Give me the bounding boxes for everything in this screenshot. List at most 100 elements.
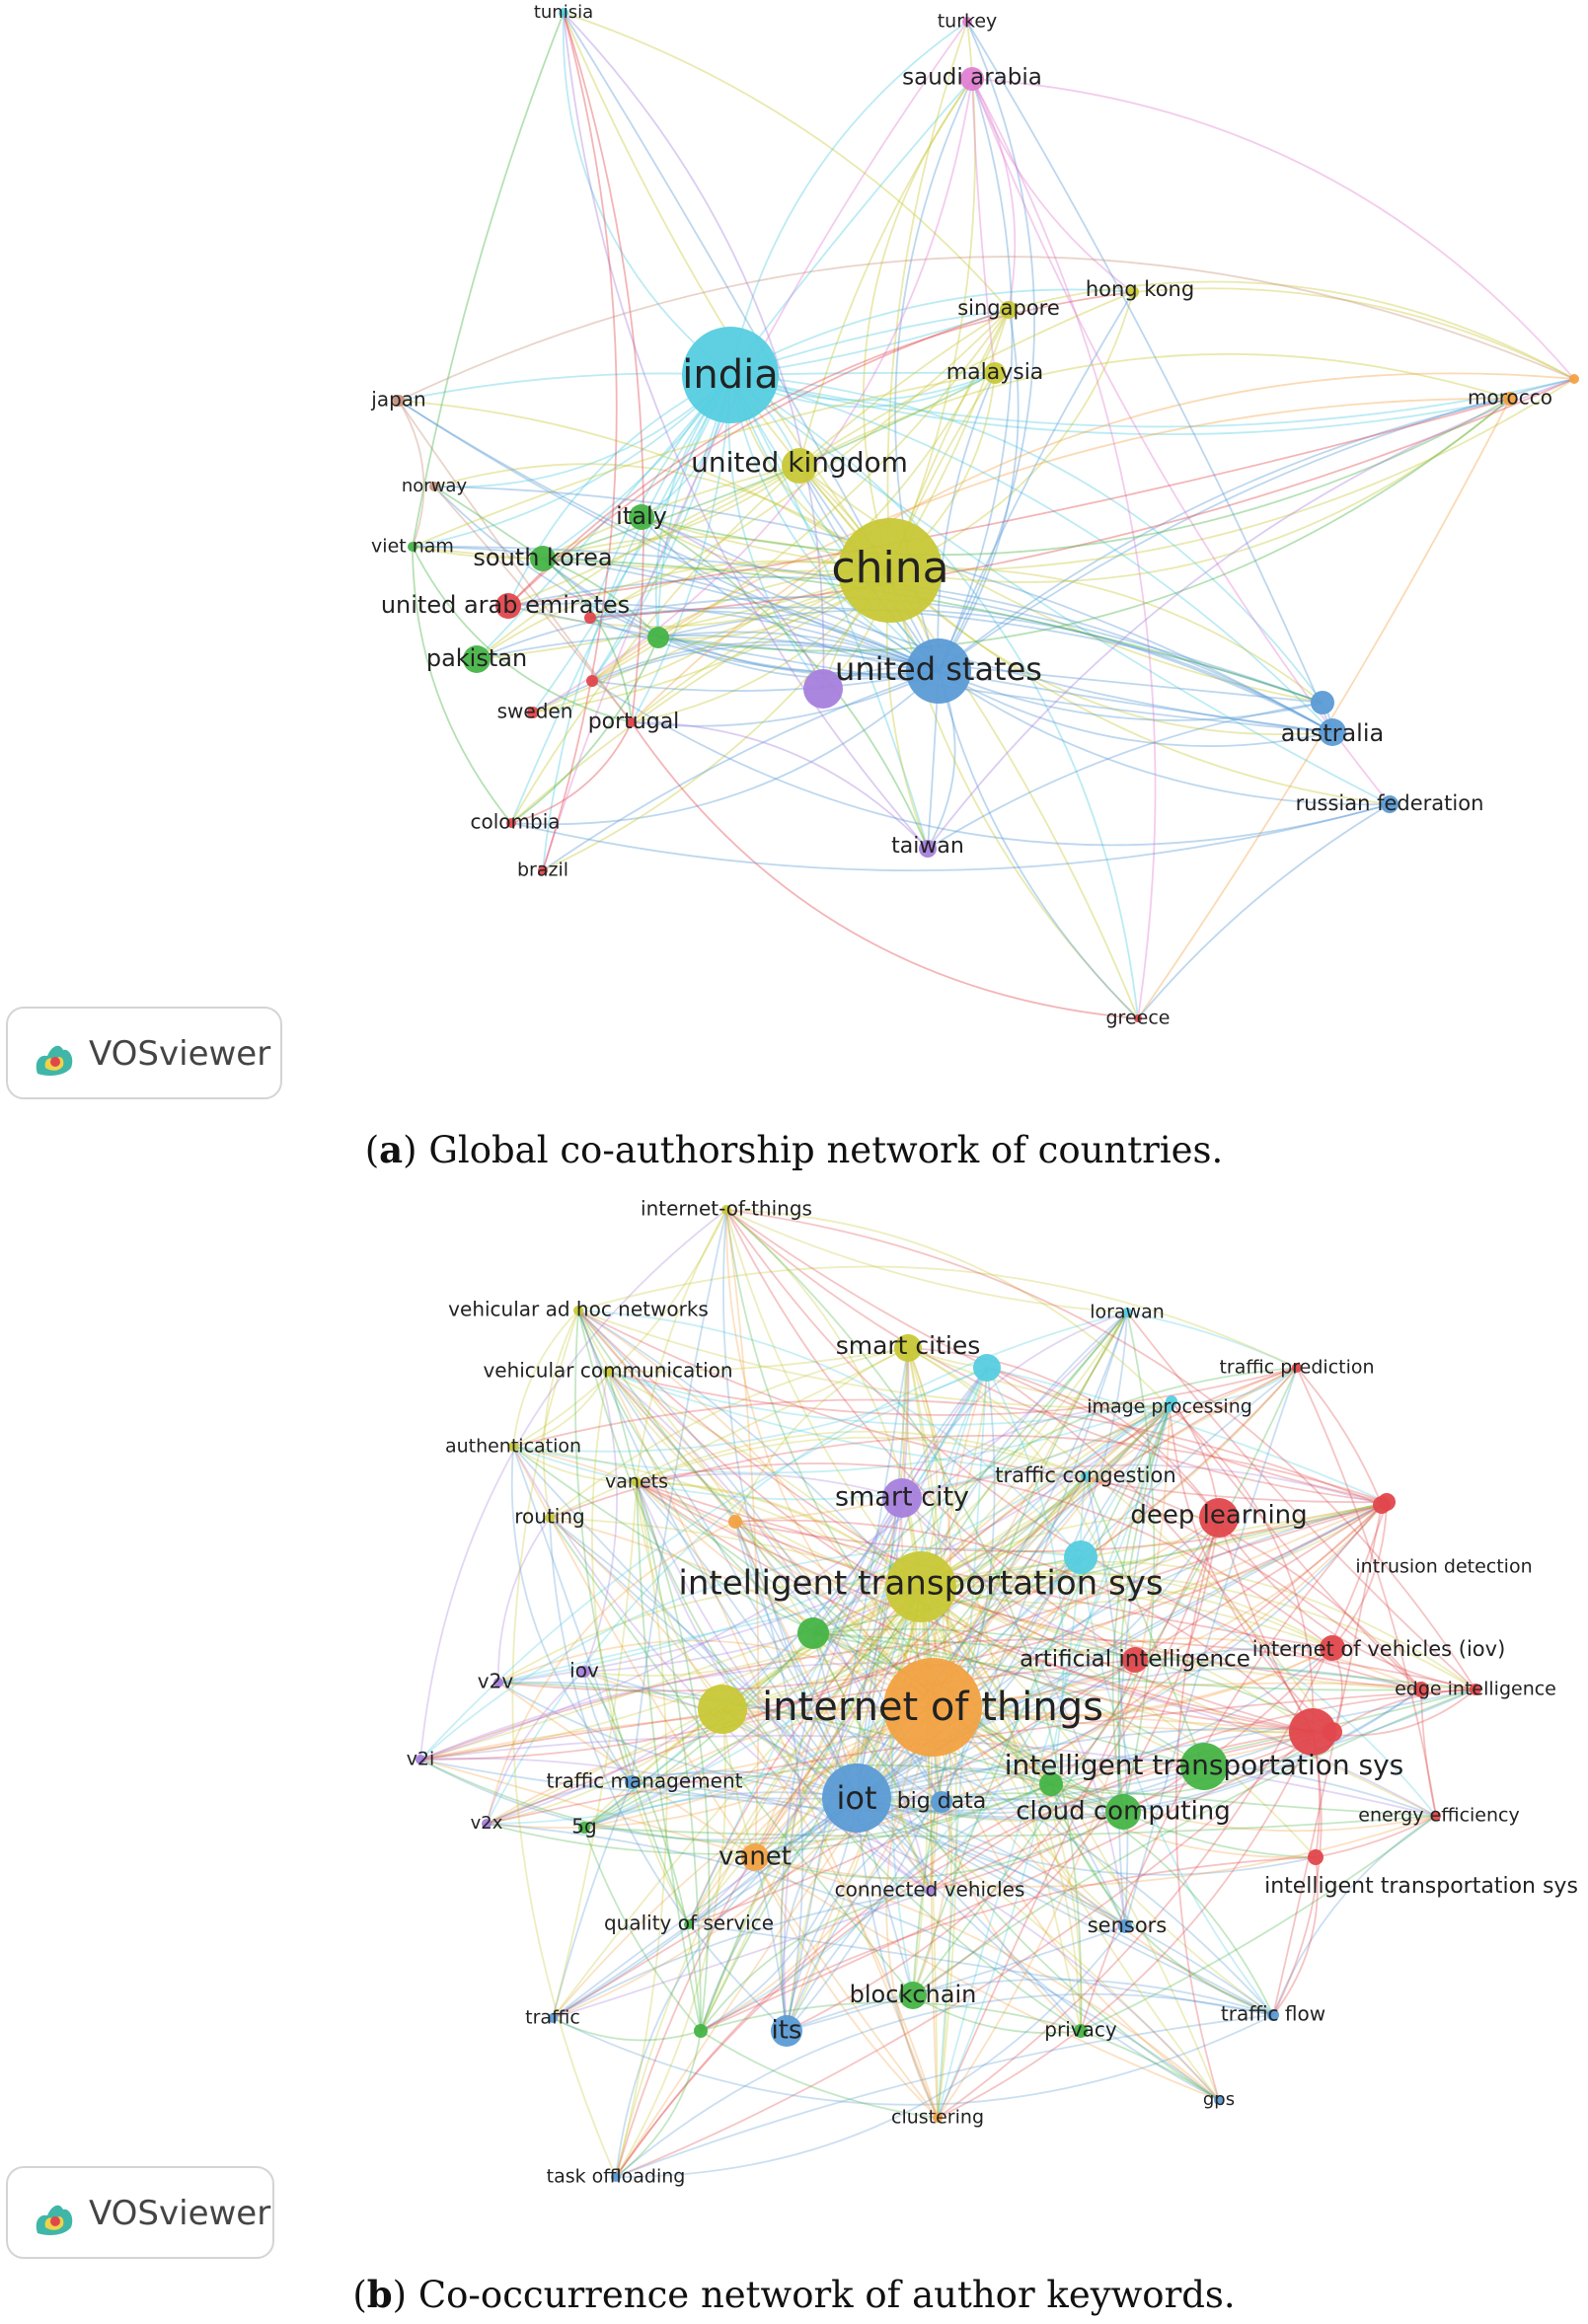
node-traffic-management[interactable]: [625, 1775, 639, 1789]
network-link: [907, 1347, 951, 1708]
node-unlabeled[interactable]: [584, 612, 596, 624]
node-greece[interactable]: [1134, 1014, 1142, 1022]
node-united-kingdom[interactable]: [782, 448, 817, 484]
node-task-offloading[interactable]: [611, 2172, 621, 2182]
node-privacy[interactable]: [1074, 2024, 1088, 2038]
node-united-arab-emirates[interactable]: [495, 593, 521, 619]
node-unlabeled[interactable]: [1323, 1722, 1342, 1742]
node-unlabeled[interactable]: [1413, 1682, 1429, 1697]
node-turkey[interactable]: [962, 17, 972, 27]
node-edge-intelligence[interactable]: [1470, 1684, 1481, 1695]
node-v2x[interactable]: [482, 1819, 492, 1829]
node-unlabeled[interactable]: [694, 2024, 708, 2038]
network-link: [497, 1406, 1171, 1684]
network-link: [986, 1367, 1314, 1733]
node-united-states[interactable]: [906, 638, 971, 704]
node-v2i[interactable]: [416, 1755, 425, 1764]
node-australia[interactable]: [1319, 718, 1346, 746]
network-link: [552, 1706, 934, 2019]
node-internet-of-vehicles-iov-[interactable]: [1320, 1635, 1345, 1661]
network-link: [725, 1209, 1388, 1503]
node-unlabeled[interactable]: [1064, 1540, 1097, 1574]
node-vanets[interactable]: [632, 1477, 642, 1487]
node-iot[interactable]: [822, 1763, 891, 1833]
node-unlabeled[interactable]: [1289, 1708, 1336, 1756]
network-link: [920, 1570, 1333, 1649]
node-intelligent-transportation-sys[interactable]: [1308, 1849, 1323, 1865]
network-link: [1122, 1811, 1317, 1858]
node-pakistan[interactable]: [463, 645, 491, 673]
node-authentication[interactable]: [508, 1442, 518, 1452]
node-traffic-flow[interactable]: [1267, 2009, 1279, 2021]
node-intelligent-transportation-sys[interactable]: [885, 1551, 956, 1622]
node-unlabeled[interactable]: [1166, 1395, 1177, 1407]
node-smart-cities[interactable]: [894, 1334, 922, 1362]
node-its[interactable]: [771, 2015, 802, 2047]
network-link: [636, 1481, 1333, 1733]
network-link: [786, 1801, 943, 2032]
node-gps[interactable]: [1214, 2095, 1224, 2105]
node-vanet[interactable]: [741, 1843, 769, 1871]
node-internet-of-things[interactable]: [883, 1658, 982, 1757]
node-connected-vehicles[interactable]: [925, 1886, 935, 1896]
node-unlabeled[interactable]: [728, 1515, 742, 1529]
node-saudi-arabia[interactable]: [960, 67, 984, 91]
network-link: [754, 1586, 922, 1858]
node-malaysia[interactable]: [984, 362, 1006, 384]
node-traffic-prediction[interactable]: [1292, 1363, 1302, 1373]
node-unlabeled[interactable]: [803, 669, 843, 709]
node-unlabeled[interactable]: [1039, 1772, 1063, 1796]
node-morocco[interactable]: [1503, 392, 1517, 406]
node-unlabeled[interactable]: [698, 1685, 747, 1734]
node-iov[interactable]: [578, 1666, 590, 1678]
node-5g[interactable]: [578, 1822, 590, 1834]
node-big-data[interactable]: [931, 1791, 952, 1813]
node-russian-federation[interactable]: [1381, 795, 1399, 813]
network-link: [549, 1517, 939, 2119]
node-intelligent-transportation-sys[interactable]: [1180, 1743, 1228, 1790]
node-unlabeled[interactable]: [797, 1617, 829, 1649]
node-unlabeled[interactable]: [1373, 1496, 1391, 1514]
node-unlabeled[interactable]: [586, 675, 598, 687]
network-link: [722, 1209, 858, 1799]
node-energy-efficiency[interactable]: [1431, 1811, 1441, 1821]
node-china[interactable]: [838, 518, 943, 623]
node-sweden[interactable]: [527, 707, 539, 718]
network-link: [607, 1371, 939, 2119]
node-unlabeled[interactable]: [647, 627, 669, 648]
network-link: [901, 1312, 1128, 1499]
node-unlabeled[interactable]: [1569, 374, 1579, 384]
node-unlabeled[interactable]: [1311, 691, 1334, 714]
node-traffic[interactable]: [548, 2013, 558, 2023]
node-traffic-congestion[interactable]: [1081, 1471, 1091, 1481]
node-taiwan[interactable]: [919, 840, 937, 858]
node-norway[interactable]: [429, 482, 439, 491]
node-artificial-intelligence[interactable]: [1122, 1647, 1148, 1673]
node-viet-nam[interactable]: [408, 542, 417, 552]
node-vehicular-ad-hoc-networks[interactable]: [573, 1306, 583, 1315]
node-quality-of-service[interactable]: [684, 1919, 694, 1929]
node-india[interactable]: [682, 327, 779, 423]
node-internet-of-things[interactable]: [721, 1205, 731, 1215]
vosviewer-badge-a: VOSviewer: [6, 1007, 282, 1099]
node-routing[interactable]: [545, 1513, 555, 1523]
node-clustering[interactable]: [933, 2113, 943, 2123]
node-south-korea[interactable]: [530, 546, 556, 571]
node-cloud-computing[interactable]: [1105, 1794, 1141, 1830]
node-italy[interactable]: [629, 504, 654, 530]
node-blockchain[interactable]: [899, 1982, 927, 2009]
node-lorawan[interactable]: [1122, 1308, 1132, 1317]
node-tunisia[interactable]: [559, 8, 568, 18]
node-smart-city[interactable]: [882, 1478, 922, 1518]
node-unlabeled[interactable]: [973, 1354, 1001, 1382]
node-v2v[interactable]: [493, 1678, 503, 1687]
node-hong-kong[interactable]: [1127, 286, 1139, 298]
node-japan[interactable]: [393, 395, 405, 407]
node-singapore[interactable]: [1000, 301, 1018, 319]
node-brazil[interactable]: [538, 865, 548, 875]
node-deep-learning[interactable]: [1199, 1498, 1239, 1537]
node-portugal[interactable]: [627, 717, 637, 727]
node-colombia[interactable]: [506, 818, 516, 828]
node-sensors[interactable]: [1118, 1919, 1132, 1933]
node-vehicular-communication[interactable]: [603, 1367, 613, 1377]
